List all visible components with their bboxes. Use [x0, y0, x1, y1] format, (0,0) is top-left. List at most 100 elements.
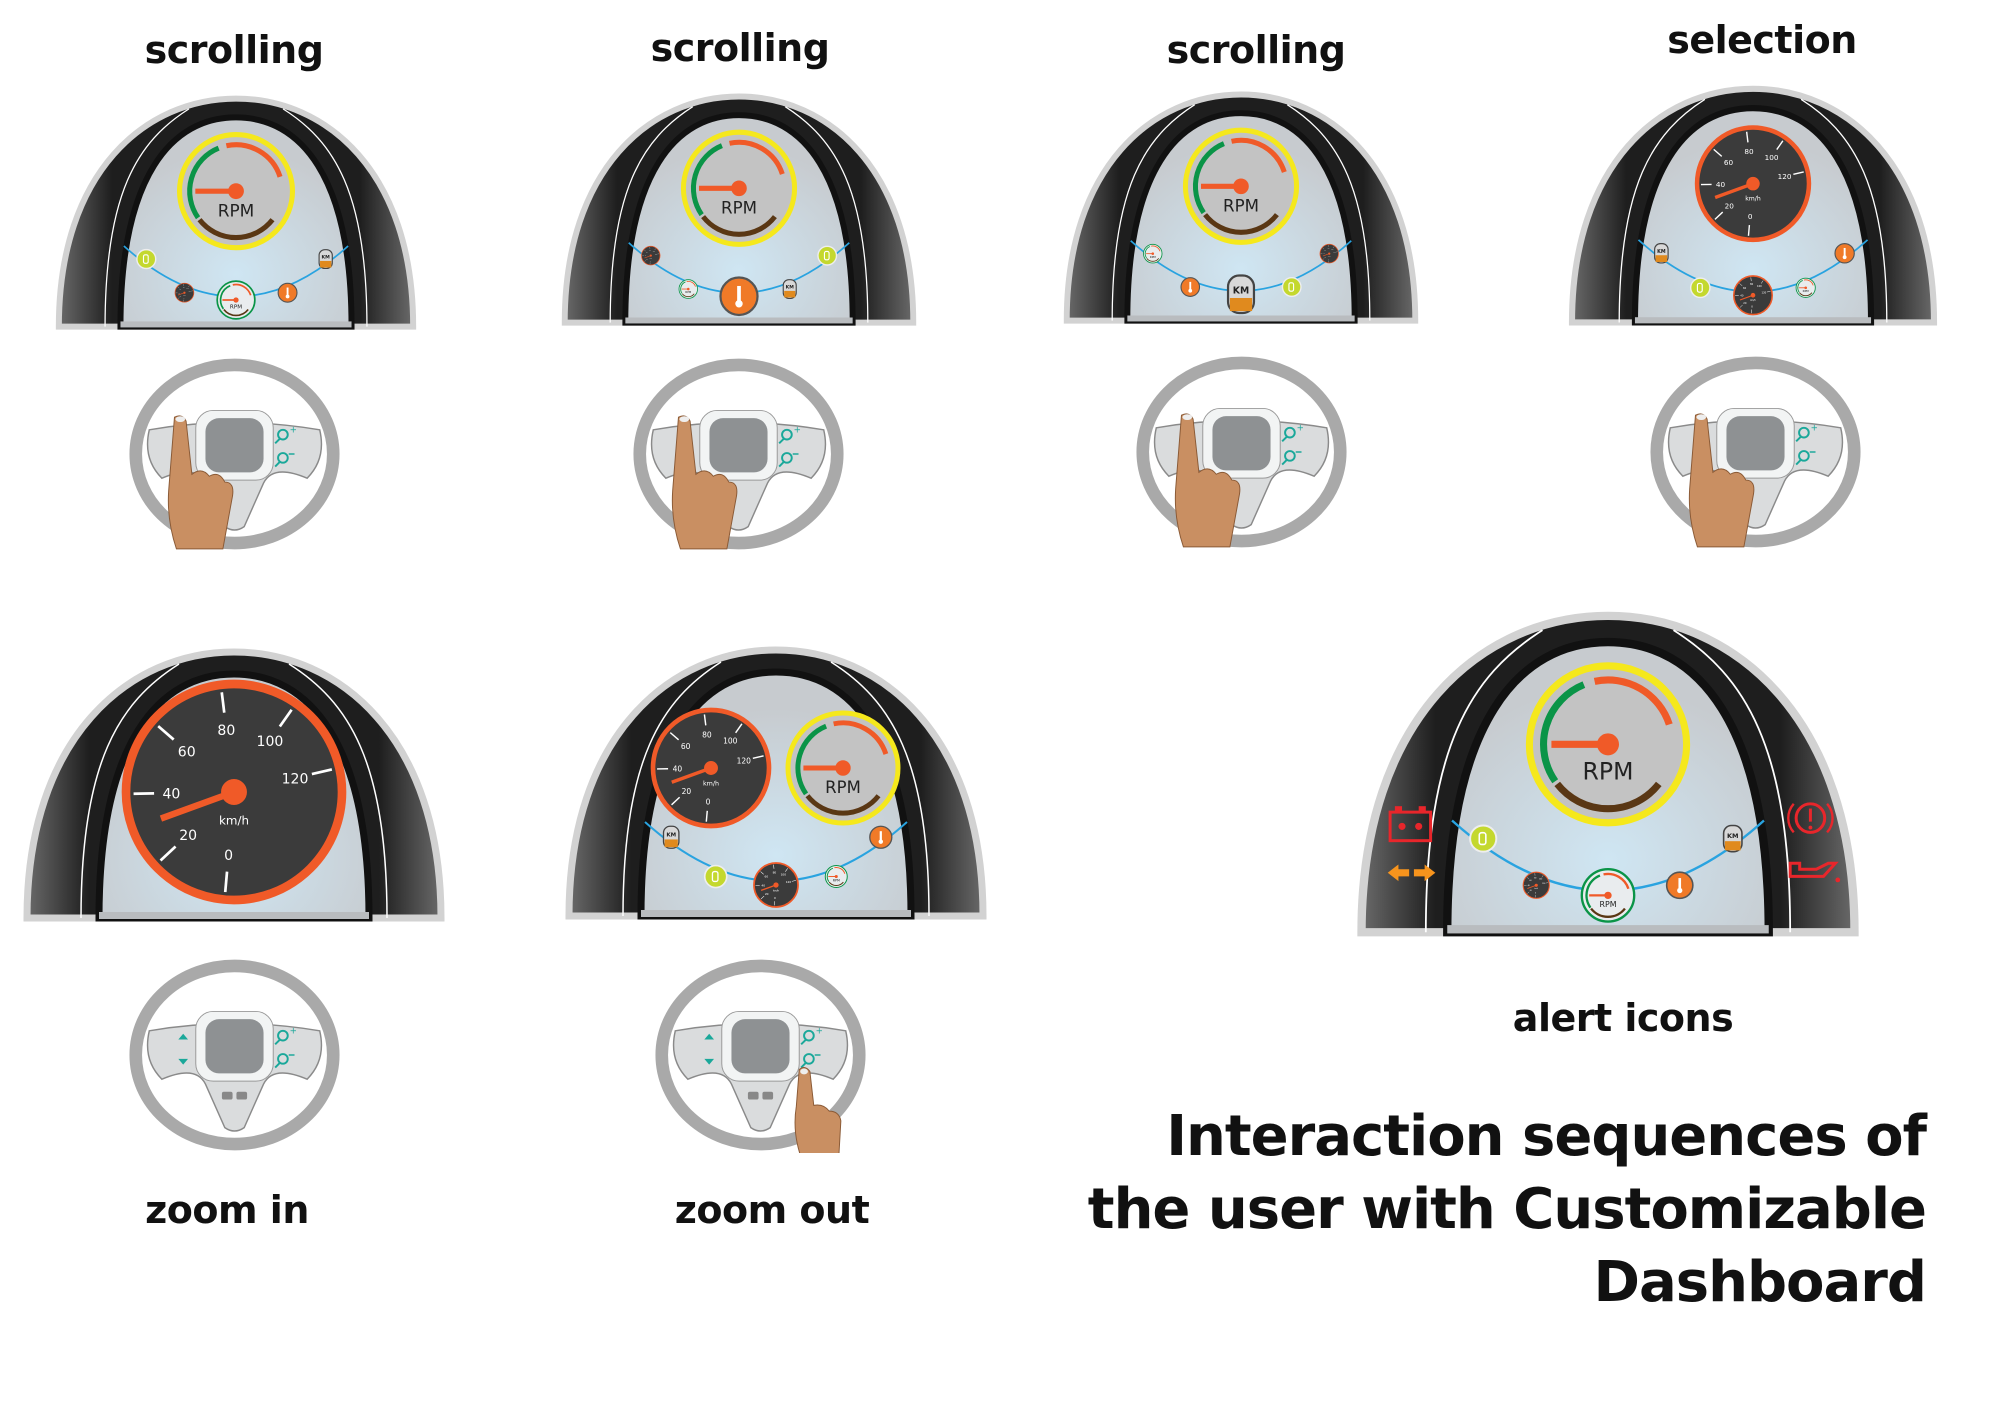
- steering-wheel: +: [1650, 356, 1861, 548]
- rpm-label: RPM: [218, 201, 255, 221]
- rpm-brown-zone: [701, 215, 777, 237]
- speed-needle-hub: [183, 291, 186, 294]
- scroll-down-arrow-icon[interactable]: [178, 1058, 189, 1065]
- speed-tick-label: 60: [646, 252, 648, 254]
- speed-tick: [1745, 131, 1749, 143]
- svg-text:+: +: [816, 1027, 823, 1037]
- bezel-highlight: [104, 108, 368, 327]
- rpm-gauge[interactable]: RPM: [216, 280, 256, 320]
- speed-tick: [1713, 148, 1723, 157]
- rpm-needle-hub: [1233, 178, 1249, 195]
- rpm-red-zone: [1803, 279, 1814, 286]
- speed-needle-hub: [773, 882, 779, 888]
- speed-tick: [1739, 283, 1743, 287]
- bezel-highlight: [622, 661, 930, 917]
- rpm-gauge[interactable]: RPM: [1795, 277, 1816, 298]
- speed-tick-label: 0: [224, 848, 233, 864]
- scroll-up-arrow-icon[interactable]: [178, 1033, 189, 1040]
- speed-tick-label: 0: [1751, 304, 1753, 308]
- rpm-gauge[interactable]: RPM: [824, 865, 848, 889]
- odometer-km-icon[interactable]: KM: [1722, 824, 1743, 853]
- speed-tick: [1333, 246, 1335, 249]
- touchpad[interactable]: [731, 1019, 790, 1074]
- speed-tick: [1527, 891, 1530, 894]
- page-title: Interaction sequences of the user with C…: [1088, 1100, 1927, 1319]
- zoom-in-button[interactable]: +: [274, 426, 297, 445]
- zoom-out-button[interactable]: [274, 452, 295, 468]
- speed-tick-label: 40: [178, 292, 180, 294]
- zoom-out-button[interactable]: [274, 1053, 295, 1069]
- zoom-in-button[interactable]: +: [1795, 424, 1818, 443]
- zoom-in-button[interactable]: +: [1281, 424, 1304, 443]
- rpm-gauge[interactable]: RPM: [1143, 243, 1163, 264]
- wheel-rim: [1650, 356, 1861, 548]
- touchpad[interactable]: [709, 418, 768, 473]
- speed-tick-label: 80: [1328, 248, 1330, 250]
- temperature-icon[interactable]: [1665, 871, 1694, 900]
- zoom-in-button[interactable]: +: [800, 1027, 823, 1046]
- temperature-icon[interactable]: [719, 276, 759, 317]
- speed-tick-label: 100: [781, 873, 787, 877]
- bottom-button[interactable]: [236, 1091, 248, 1100]
- speed-tick-label: 20: [179, 828, 197, 844]
- odometer-km-icon[interactable]: KM: [1226, 274, 1256, 315]
- speed-needle: [644, 255, 651, 259]
- zoom-out-button[interactable]: [778, 452, 799, 468]
- speed-tick: [311, 768, 333, 776]
- temperature-icon[interactable]: [1180, 277, 1201, 297]
- hand-icon: [1174, 413, 1241, 548]
- touchpad[interactable]: [1726, 416, 1785, 471]
- fuel-icon[interactable]: [703, 864, 728, 889]
- zoom-in-button[interactable]: +: [274, 1027, 297, 1046]
- touchpad[interactable]: [205, 418, 264, 473]
- speed-tick-label: 60: [765, 875, 769, 879]
- steering-wheel: +: [129, 959, 340, 1151]
- zoom-in-button[interactable]: +: [778, 426, 801, 445]
- scroll-down-arrow-icon[interactable]: [704, 1058, 715, 1065]
- fuel-icon[interactable]: [136, 248, 157, 270]
- wheel-rim: [129, 959, 340, 1151]
- bottom-button[interactable]: [221, 1091, 233, 1100]
- touchpad[interactable]: [1212, 416, 1271, 471]
- rpm-brown-zone: [681, 293, 695, 298]
- rpm-gauge[interactable]: RPM: [1580, 868, 1636, 923]
- zoom-out-button[interactable]: [1281, 450, 1302, 466]
- temperature-icon[interactable]: [1834, 243, 1855, 264]
- rpm-green-zone: [1797, 280, 1803, 293]
- speed-tick: [278, 708, 293, 728]
- km-label: KM: [786, 285, 795, 291]
- rpm-gauge[interactable]: RPM: [678, 279, 698, 299]
- bottom-button[interactable]: [747, 1091, 759, 1100]
- odometer-km-icon[interactable]: KM: [662, 825, 680, 849]
- speed-tick-label: 80: [183, 287, 185, 289]
- speed-tick-label: 120: [282, 771, 309, 787]
- odometer-km-icon[interactable]: KM: [1654, 243, 1669, 264]
- scroll-up-arrow-icon[interactable]: [704, 1033, 715, 1040]
- speed-tick: [159, 845, 177, 862]
- rpm-label: RPM: [1600, 900, 1617, 909]
- fuel-icon[interactable]: [817, 245, 838, 266]
- fuel-icon[interactable]: [1281, 276, 1302, 298]
- temperature-icon[interactable]: [869, 825, 893, 849]
- svg-text:+: +: [1811, 424, 1818, 434]
- brake-warning-icon: [1787, 802, 1834, 834]
- zoom-out-button[interactable]: [1795, 450, 1816, 466]
- rpm-green-zone: [1192, 141, 1225, 215]
- speed-tick-label: 80: [702, 731, 712, 740]
- odometer-km-icon[interactable]: KM: [782, 279, 797, 299]
- fuel-icon[interactable]: [1689, 277, 1711, 299]
- rpm-brown-zone: [805, 794, 881, 816]
- temperature-icon[interactable]: [277, 282, 298, 303]
- odometer-km-icon[interactable]: KM: [318, 249, 333, 270]
- bottom-button[interactable]: [762, 1091, 774, 1100]
- zoom-out-button[interactable]: [800, 1053, 821, 1069]
- fuel-icon[interactable]: [1469, 824, 1498, 853]
- km-label: KM: [1233, 285, 1249, 296]
- touchpad[interactable]: [205, 1019, 264, 1074]
